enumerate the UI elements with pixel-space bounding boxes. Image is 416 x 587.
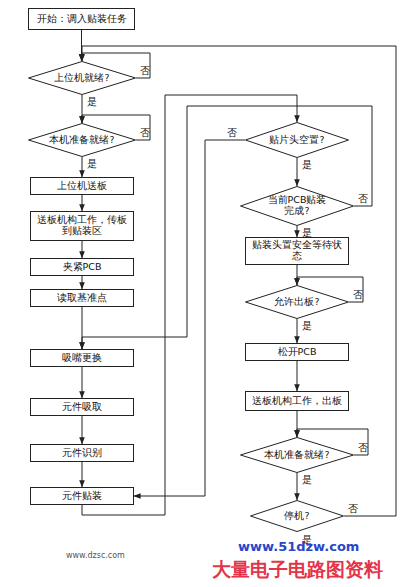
node-text: 贴装头置安全等待状态 xyxy=(250,240,344,262)
branch-label: 否 xyxy=(140,128,150,138)
watermark: www.51dzw.com xyxy=(238,540,359,553)
flow-connector xyxy=(134,140,245,496)
branch-label: 否 xyxy=(348,504,358,514)
node-text: 本机准备就绪? xyxy=(49,135,114,146)
node-text: 送板机构工作，传板到贴装区 xyxy=(35,215,129,237)
node-text: 元件贴装 xyxy=(62,491,102,502)
process-box: 吸嘴更换 xyxy=(30,349,134,367)
node-text: 元件吸取 xyxy=(62,402,102,413)
flow-connector xyxy=(82,195,83,211)
node-text: 夹紧PCB xyxy=(63,262,102,273)
node-text: 开始：调入贴装任务 xyxy=(37,14,127,25)
flow-connector xyxy=(82,157,83,177)
branch-label: 是 xyxy=(87,159,97,169)
flow-connector xyxy=(82,367,83,398)
branch-label: 是 xyxy=(302,321,312,331)
flow-connector xyxy=(297,473,298,500)
branch-label: 否 xyxy=(358,443,368,453)
process-box: 元件识别 xyxy=(30,444,134,462)
branch-label: 否 xyxy=(358,194,368,204)
node-text: 读取基准点 xyxy=(57,293,107,304)
process-box: 松开PCB xyxy=(245,343,349,361)
process-box: 元件贴装 xyxy=(30,487,134,505)
branch-label: 否 xyxy=(140,66,150,76)
node-text: 当前PCB贴装完成? xyxy=(264,195,330,217)
process-box: 上位机送板 xyxy=(30,177,134,195)
node-text: 上位机送板 xyxy=(57,181,107,192)
flow-connector xyxy=(82,462,83,487)
process-box: 读取基准点 xyxy=(30,289,134,307)
flow-connector xyxy=(82,416,83,444)
flow-connector xyxy=(82,276,83,289)
process-box: 贴装头置安全等待状态 xyxy=(245,237,349,265)
flow-connector xyxy=(297,319,298,343)
decision-diamond: 当前PCB贴装完成? xyxy=(240,186,354,226)
decision-diamond: 停机? xyxy=(250,500,344,532)
decision-diamond: 允许出板? xyxy=(245,285,349,319)
flow-connector xyxy=(82,241,83,258)
branch-label: 是 xyxy=(87,97,97,107)
process-box: 送板机构工作，传板到贴装区 xyxy=(30,211,134,241)
flow-connector xyxy=(297,226,298,237)
process-box: 夹紧PCB xyxy=(30,258,134,276)
node-text: 贴片头空置? xyxy=(269,135,324,146)
flow-connector xyxy=(297,158,298,186)
decision-diamond: 本机准备就绪? xyxy=(240,437,354,473)
branch-label: 是 xyxy=(302,160,312,170)
watermark: 大量电子电路图资料 xyxy=(212,560,383,579)
branch-label: 是 xyxy=(302,228,312,238)
node-text: 元件识别 xyxy=(62,448,102,459)
decision-diamond: 本机准备就绪? xyxy=(28,123,136,157)
branch-label: 是 xyxy=(302,475,312,485)
process-box: 元件吸取 xyxy=(30,398,134,416)
start-box: 开始：调入贴装任务 xyxy=(28,8,135,30)
node-text: 上位机就绪? xyxy=(54,73,109,84)
node-text: 吸嘴更换 xyxy=(62,353,102,364)
node-text: 本机准备就绪? xyxy=(264,450,329,461)
decision-diamond: 贴片头空置? xyxy=(245,122,349,158)
node-text: 松开PCB xyxy=(278,347,317,358)
decision-diamond: 上位机就绪? xyxy=(28,61,136,95)
node-text: 允许出板? xyxy=(274,297,319,308)
flow-connector xyxy=(297,361,298,391)
watermark: www.dzsc.com xyxy=(66,552,125,560)
node-text: 送板机构工作，出板 xyxy=(252,396,342,407)
branch-label: 否 xyxy=(227,128,237,138)
branch-label: 否 xyxy=(353,290,363,300)
node-text: 停机? xyxy=(284,511,309,522)
process-box: 送板机构工作，出板 xyxy=(245,391,349,411)
